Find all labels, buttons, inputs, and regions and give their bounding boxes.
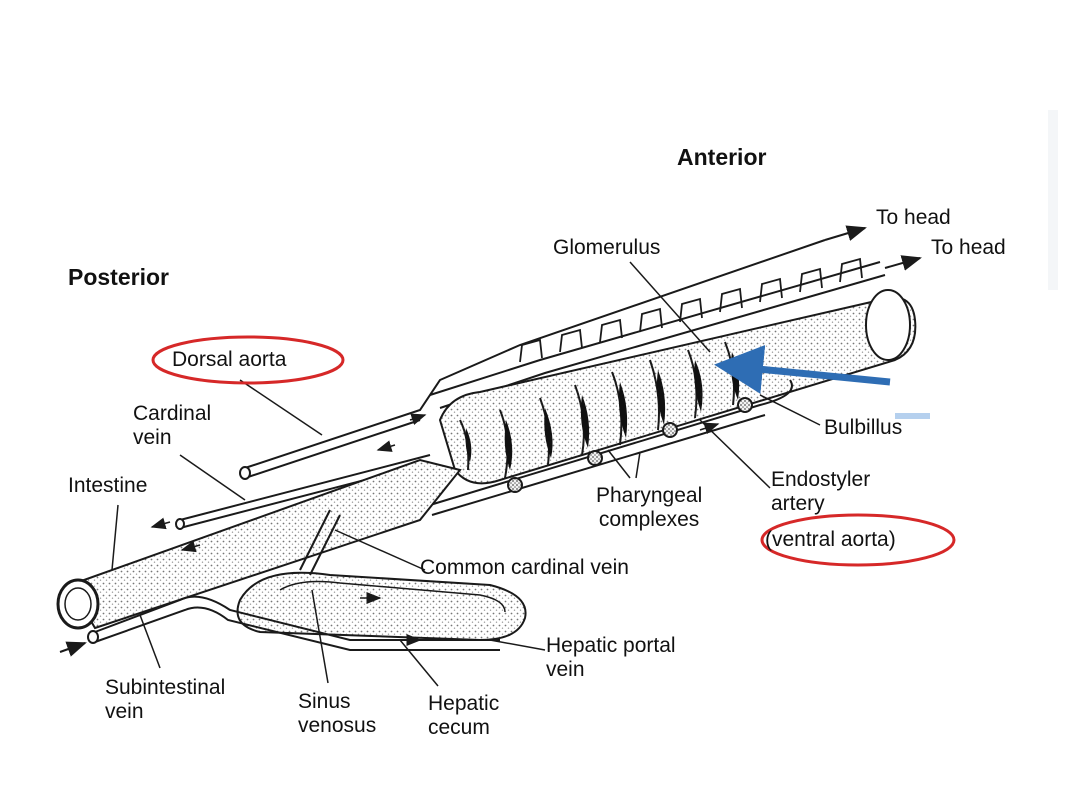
pointer-arrow: [714, 345, 891, 394]
background-edge: [1048, 110, 1058, 290]
dorsal-aorta-highlight-circle: [151, 335, 345, 385]
glomerulus-label: Glomerulus: [553, 236, 661, 259]
cardinal-vein-label: Cardinal vein: [133, 402, 212, 449]
hepatic-cecum-label: Hepatic cecum: [428, 692, 500, 739]
posterior-label: Posterior: [68, 264, 169, 290]
to-head-label-1: To head: [876, 206, 951, 229]
intestine-label: Intestine: [68, 474, 148, 497]
to-head-label-2: To head: [931, 236, 1006, 259]
leader-lines: [111, 261, 821, 687]
pharynx-cylinder: [438, 289, 917, 485]
dorsal-aorta-label: Dorsal aorta: [172, 348, 287, 371]
sinus-venosus-label: Sinus venosus: [298, 690, 377, 737]
flow-arrows: [150, 413, 720, 646]
anterior-label: Anterior: [677, 144, 767, 170]
ventral-aorta-highlight-circle: [760, 513, 956, 567]
pharyngeal-complexes-label: Pharyngeal complexes: [596, 484, 703, 531]
bulbillus-label: Bulbillus: [824, 416, 903, 439]
branchial-arches: [519, 257, 863, 363]
hepatic-cecum: [236, 571, 527, 642]
subintestinal-vein-label: Subintestinal vein: [105, 676, 226, 723]
endostylar-artery: [429, 379, 793, 516]
subintestinal-vein: [59, 595, 500, 657]
common-cardinal-vein-label: Common cardinal vein: [420, 556, 629, 579]
endostyler-artery-label: Endostyler artery: [771, 468, 871, 515]
sinus-venosus-vessel: [299, 509, 341, 576]
label-highlight: [895, 413, 930, 419]
dorsal-aortae: [239, 225, 922, 480]
hepatic-portal-vein-label: Hepatic portal vein: [546, 634, 676, 681]
intestine-tube: [56, 458, 462, 630]
ventral-aorta-label: (ventral aorta): [765, 528, 896, 551]
